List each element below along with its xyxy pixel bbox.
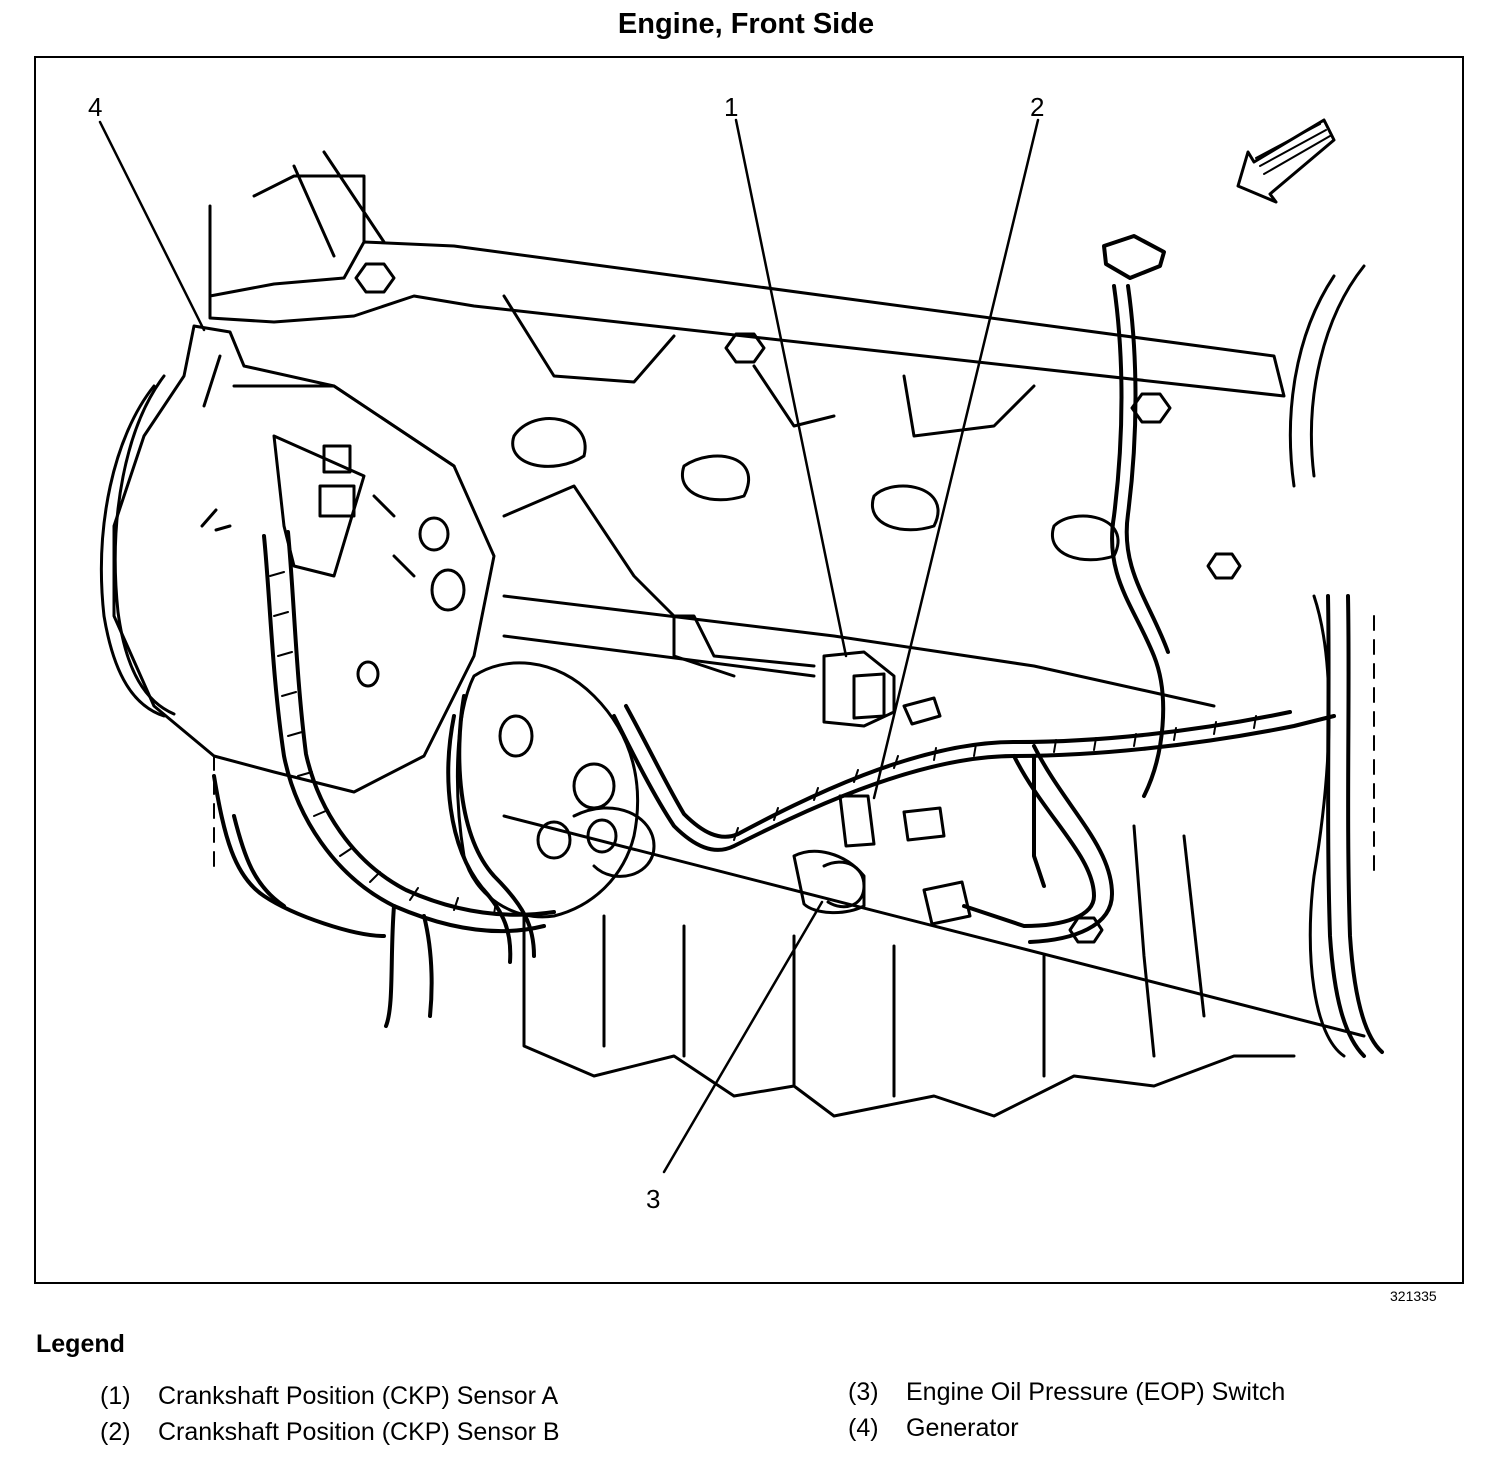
callout-4: 4	[88, 92, 102, 122]
figure-id: 321335	[1390, 1288, 1437, 1304]
bolt-heads	[354, 262, 1242, 944]
legend-item-2: (2) Crankshaft Position (CKP) Sensor B	[100, 1418, 560, 1447]
diagram-frame	[34, 56, 1464, 1284]
eop-switch	[792, 849, 972, 926]
generator	[99, 324, 496, 794]
engine-block	[502, 294, 1366, 1118]
wiring-harness	[212, 234, 1384, 1058]
legend-item-1: (1) Crankshaft Position (CKP) Sensor A	[100, 1382, 558, 1411]
legend-label: Engine Oil Pressure (EOP) Switch	[906, 1378, 1286, 1406]
engine-upper-rail	[208, 150, 1366, 488]
callout-2: 2	[1030, 92, 1044, 122]
forward-direction-arrow-icon	[1236, 118, 1336, 204]
legend-number: (3)	[848, 1378, 879, 1406]
engine-front-illustration: 4 1 2 3	[88, 92, 1384, 1214]
ckp-sensor-b	[838, 794, 946, 848]
callout-leader-lines	[98, 118, 1040, 1174]
legend-item-3: (3) Engine Oil Pressure (EOP) Switch	[848, 1378, 1285, 1407]
legend-title: Legend	[36, 1330, 125, 1358]
callout-1: 1	[724, 92, 738, 122]
crank-pulley	[455, 661, 656, 919]
legend-label: Crankshaft Position (CKP) Sensor B	[158, 1418, 560, 1446]
callout-3: 3	[646, 1184, 660, 1214]
legend-number: (1)	[100, 1382, 131, 1410]
ckp-sensor-a	[822, 650, 942, 728]
harness-wrap-texture	[269, 571, 1257, 915]
diagram-title: Engine, Front Side	[617, 8, 875, 40]
legend-label: Generator	[906, 1414, 1019, 1442]
legend-label: Crankshaft Position (CKP) Sensor A	[158, 1382, 559, 1410]
dashed-hidden-lines	[213, 615, 1375, 877]
legend-number: (4)	[848, 1414, 879, 1442]
legend-item-4: (4) Generator	[848, 1414, 1019, 1443]
legend-number: (2)	[100, 1418, 131, 1446]
